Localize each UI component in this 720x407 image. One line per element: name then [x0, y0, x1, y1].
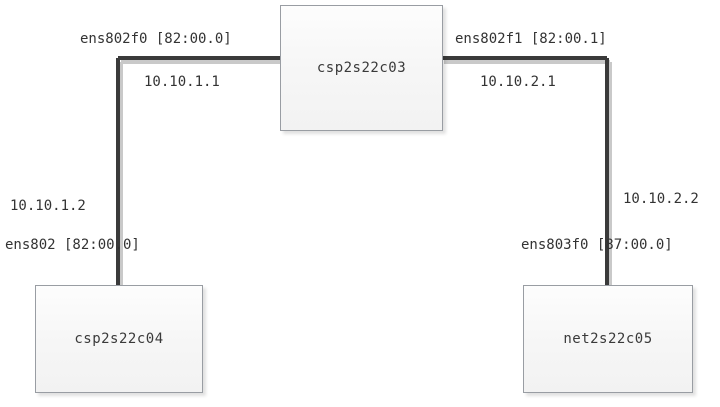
ip-label-10-10-2-1: 10.10.2.1 — [480, 74, 556, 90]
interface-label-ens802f1: ens802f1 [82:00.1] — [455, 31, 607, 47]
node-csp2s22c03[interactable]: csp2s22c03 — [280, 5, 443, 131]
interface-label-ens802: ens802 [82:00.0] — [5, 237, 140, 253]
interface-label-ens802f0: ens802f0 [82:00.0] — [80, 31, 232, 47]
node-net2s22c05[interactable]: net2s22c05 — [523, 285, 693, 393]
ip-label-10-10-1-1: 10.10.1.1 — [144, 74, 220, 90]
node-label: csp2s22c03 — [316, 60, 407, 76]
node-label: csp2s22c04 — [74, 331, 164, 347]
ip-label-10-10-1-2: 10.10.1.2 — [10, 198, 86, 214]
interface-label-ens803f0: ens803f0 [87:00.0] — [521, 237, 673, 253]
node-label: net2s22c05 — [563, 331, 653, 347]
node-csp2s22c04[interactable]: csp2s22c04 — [35, 285, 203, 393]
ip-label-10-10-2-2: 10.10.2.2 — [623, 191, 699, 207]
